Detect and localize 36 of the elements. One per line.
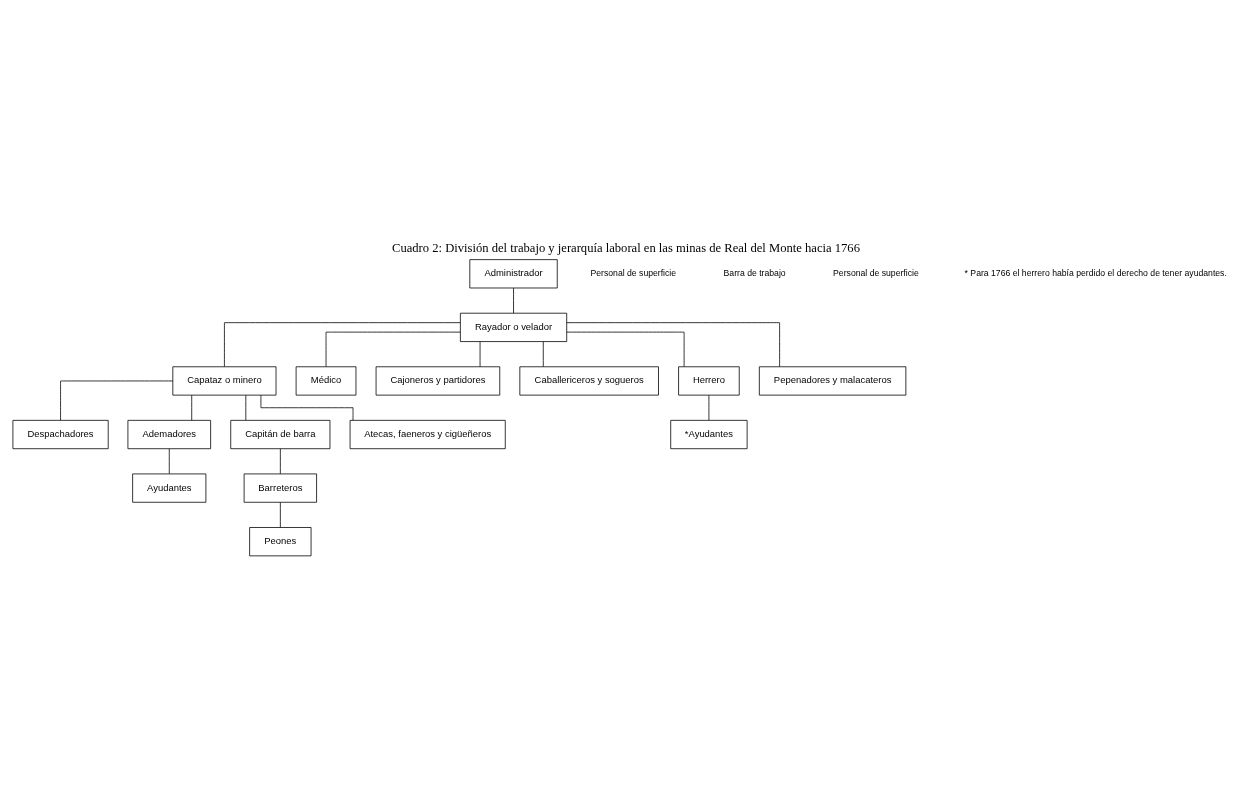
- connector: [168, 448, 170, 474]
- node-box: *Ayudantes: [670, 419, 748, 449]
- node-box: Ayudantes: [132, 473, 207, 503]
- node-box: Peones: [249, 526, 312, 556]
- connector: [60, 380, 174, 421]
- connector: [513, 287, 514, 313]
- node-box: Rayador o velador: [459, 312, 568, 342]
- node-box: Pepenadores y malacateros: [758, 365, 907, 396]
- node-box: Capataz o minero: [172, 365, 277, 396]
- connector: [279, 448, 281, 474]
- connector: [191, 394, 193, 421]
- node-box: Médico: [295, 365, 357, 396]
- node-box: Capitán de barra: [230, 419, 331, 449]
- connector: [245, 394, 247, 421]
- label: Personal de superficie: [590, 267, 677, 278]
- connector: [479, 340, 481, 367]
- connector: [566, 321, 780, 367]
- connector: [542, 340, 544, 367]
- node-box: Caballericeros y sogueros: [519, 365, 659, 396]
- connector: [224, 321, 461, 367]
- node-box: Herrero: [678, 365, 740, 396]
- connector: [566, 331, 685, 367]
- label: Barra de trabajo: [723, 267, 786, 278]
- node-box: Ademadores: [127, 419, 212, 449]
- connector: [325, 331, 461, 367]
- node-box: Barreteros: [243, 473, 317, 503]
- connector: [708, 394, 710, 421]
- node-box: Cajoneros y partidores: [375, 365, 501, 396]
- node-box: Atecas, faeneros y cigüeñeros: [349, 419, 506, 449]
- label: * Para 1766 el herrero había perdido el derecho de tener ayudantes.: [964, 267, 1227, 278]
- node-box: Administrador: [469, 258, 558, 288]
- connector: [260, 394, 354, 421]
- label: Personal de superficie: [833, 267, 919, 278]
- connector: [279, 501, 281, 528]
- diagram-title: Cuadro 2: División del trabajo y jerarquía laboral en las minas de Real del Monte hacia 1766: [392, 240, 860, 255]
- node-box: Despachadores: [12, 419, 109, 449]
